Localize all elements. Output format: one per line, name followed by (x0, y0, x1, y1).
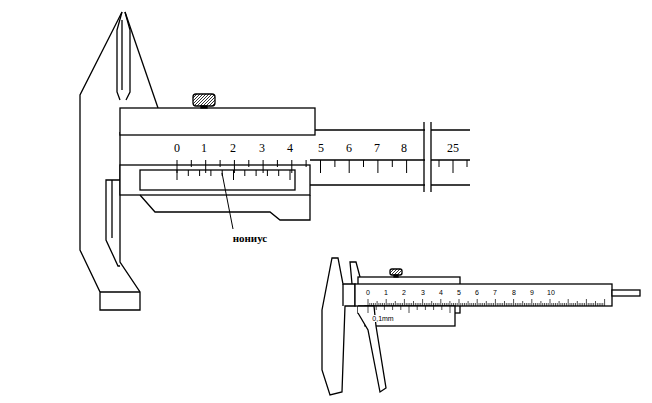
scale-number: 0 (365, 289, 371, 296)
scale-number: 5 (456, 289, 462, 296)
scale-number: 4 (438, 289, 444, 296)
upper-jaw (117, 12, 122, 100)
slider-body (120, 165, 310, 195)
scale-number: 6 (474, 289, 480, 296)
small-knob (390, 269, 402, 275)
small-depth-rod (612, 290, 640, 296)
clamp-stem (201, 106, 207, 108)
small-main-ticks (368, 299, 605, 306)
small-fixed-jaw (322, 258, 355, 395)
scale-number: 3 (259, 142, 265, 154)
scale-number: 2 (401, 289, 407, 296)
scale-number: 1 (201, 142, 207, 154)
scale-number: 8 (511, 289, 517, 296)
upper-jaw-edge (125, 12, 158, 108)
beam (310, 130, 470, 185)
main-scale-ticks (177, 160, 467, 173)
slider-tail (140, 195, 310, 220)
scale-number: 10 (546, 289, 556, 296)
scale-number: 7 (492, 289, 498, 296)
scale-number: 8 (401, 142, 407, 154)
break-mark (424, 122, 431, 192)
fixed-jaw-edge (100, 291, 140, 292)
scale-number: 3 (420, 289, 426, 296)
scale-number: 7 (374, 142, 380, 154)
scale-unit: 0,1mm (371, 315, 394, 322)
upper-jaw-slot (121, 20, 122, 90)
scale-number: 4 (287, 142, 293, 154)
scale-number: 2 (230, 142, 236, 154)
small-upper-jaw (350, 262, 360, 284)
leader-line (222, 173, 233, 229)
part-label: нониус (232, 233, 269, 244)
small-knob-stem (394, 275, 398, 277)
clamp-knob (193, 94, 215, 106)
sliding-jaw (106, 180, 120, 266)
scale-number: 1 (383, 289, 389, 296)
scale-number: 9 (529, 289, 535, 296)
break-gap (425, 122, 431, 192)
scale-number: 0 (174, 142, 180, 154)
vernier-window (140, 170, 295, 190)
small-vernier-ticks (368, 306, 450, 313)
fixed-jaw (80, 12, 140, 310)
scale-number: 5 (318, 142, 324, 154)
slider-top (120, 108, 315, 135)
scale-number: 25 (447, 142, 459, 154)
scale-number: 6 (346, 142, 352, 154)
small-fixed-jaw-edge (342, 284, 343, 306)
vernier-ticks (177, 170, 290, 180)
small-vernier-plate (365, 306, 455, 326)
small-beam (355, 284, 612, 306)
sliding-jaw-edge (111, 180, 112, 238)
